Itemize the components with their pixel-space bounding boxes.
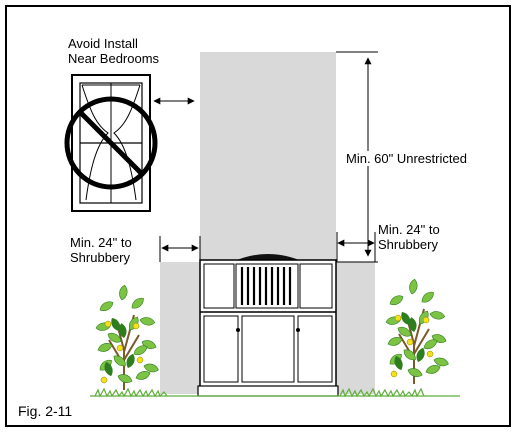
no-symbol-icon <box>64 96 158 190</box>
avoid-install-label: Avoid Install Near Bedrooms <box>68 36 159 66</box>
min-24-left-line-2: Shrubbery <box>70 250 130 265</box>
min-24-right-line-2: Shrubbery <box>378 237 438 252</box>
overhead-clearance-zone <box>200 52 336 262</box>
avoid-install-line-1: Avoid Install <box>68 36 138 51</box>
hvac-package-unit-icon <box>197 254 339 397</box>
avoid-install-line-2: Near Bedrooms <box>68 51 160 66</box>
min-24-right-label: Min. 24" to Shrubbery <box>378 222 440 252</box>
min-60-label: Min. 60" Unrestricted <box>344 151 469 166</box>
min-24-left-line-1: Min. 24" to <box>70 235 132 250</box>
figure-caption: Fig. 2-11 <box>18 403 73 419</box>
ground-grass <box>90 387 460 398</box>
min-24-right-line-1: Min. 24" to <box>378 222 440 237</box>
min-24-left-label: Min. 24" to Shrubbery <box>70 235 132 265</box>
